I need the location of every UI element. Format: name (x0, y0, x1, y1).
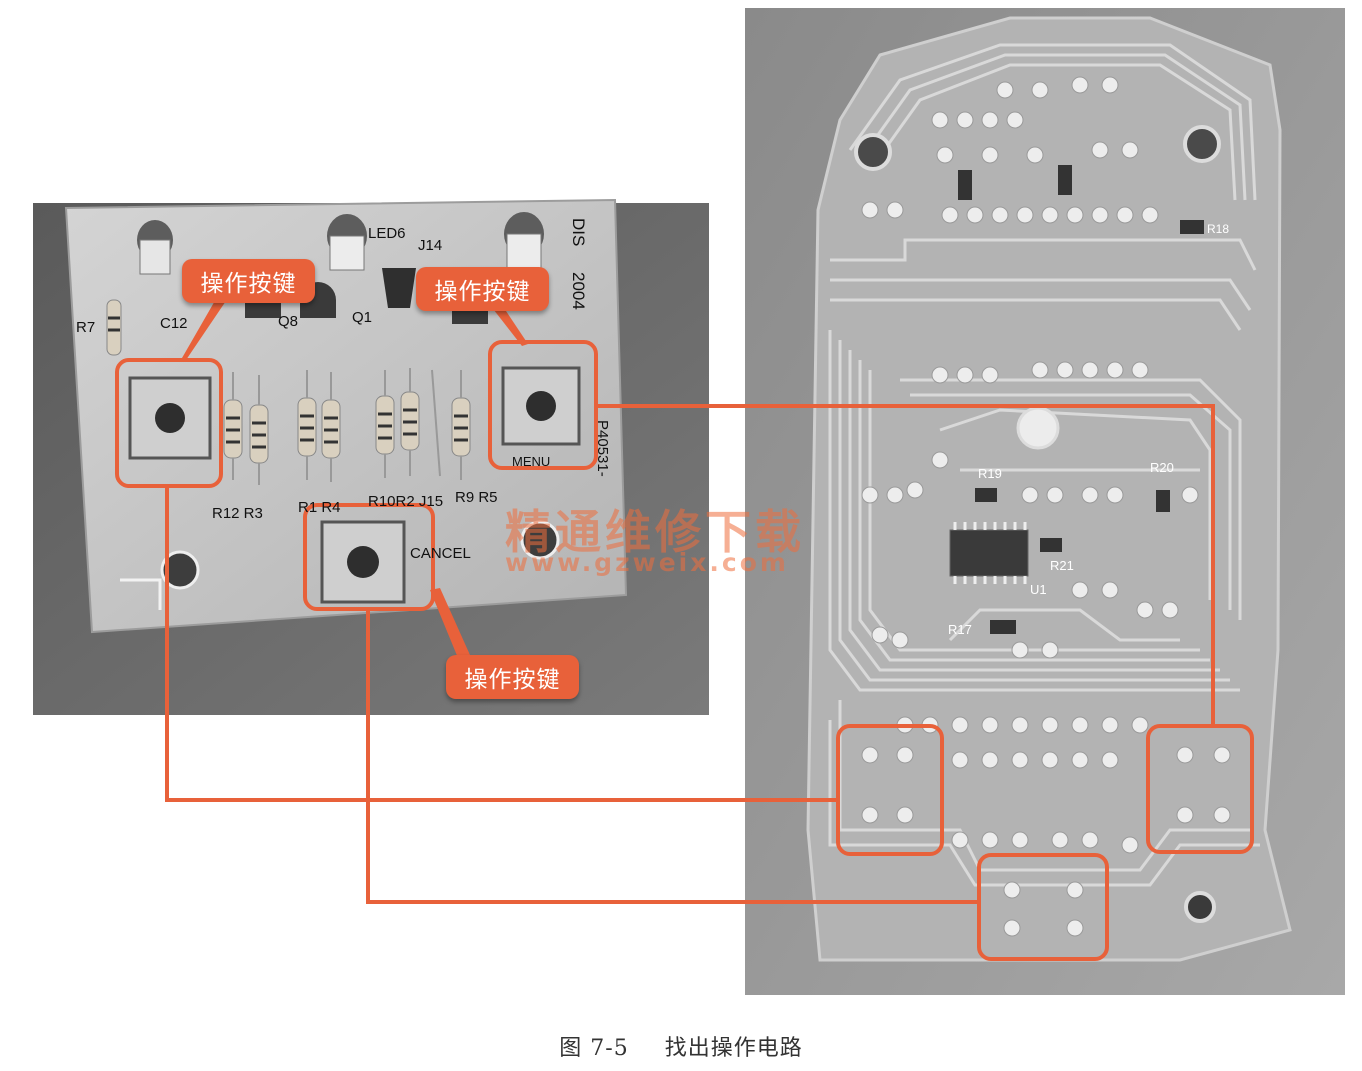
silkscreen-label-r12-r3: R12 R3 (212, 505, 263, 522)
figure-title: 找出操作电路 (664, 1036, 803, 1061)
silkscreen-label-r17: R17 (948, 622, 972, 637)
silkscreen-label-r1-r4: R1 R4 (298, 499, 341, 516)
ic-chip-u1 (949, 522, 1029, 584)
silkscreen-label-menu: MENU (512, 454, 550, 469)
silkscreen-label-q8: Q8 (278, 313, 298, 330)
silkscreen-label-year: 2004 (569, 272, 588, 310)
smd-components (958, 165, 1204, 634)
resistor-components (106, 299, 471, 485)
watermark-url: www.gzweix.com (505, 548, 789, 577)
left-silkscreen: LED6 J14 DIS 2004 C12 Q8 Q1 R7 R12 R3 R1… (76, 218, 611, 562)
silkscreen-label-r19: R19 (978, 466, 1002, 481)
push-buttons-left-board (128, 366, 581, 604)
highlight-connections (115, 292, 1254, 961)
watermark-title: 精通维修下载 (505, 505, 805, 559)
callout-operation-key-top-right: 操作按键 (416, 267, 549, 311)
figure-caption: 图 7-5 找出操作电路 (0, 1030, 1362, 1062)
silkscreen-label-led6: LED6 (368, 225, 406, 242)
silkscreen-label-cancel: CANCEL (410, 545, 471, 562)
silkscreen-label-u1: U1 (1030, 582, 1047, 597)
solder-pads (861, 76, 1231, 937)
silkscreen-label-dis: DIS (569, 218, 588, 246)
callout-operation-key-top-left: 操作按键 (182, 259, 315, 303)
right-silkscreen: R18 R19 R20 R21 R17 U1 (948, 222, 1229, 637)
silkscreen-label-r21: R21 (1050, 558, 1074, 573)
silkscreen-label-q1: Q1 (352, 309, 372, 326)
callout-operation-key-bottom: 操作按键 (446, 655, 579, 699)
silkscreen-label-r20: R20 (1150, 460, 1174, 475)
silkscreen-label-r9-r5: R9 R5 (455, 489, 498, 506)
silkscreen-label-c12: C12 (160, 315, 188, 332)
silkscreen-label-j14: J14 (418, 237, 442, 254)
figure-number: 图 7-5 (559, 1036, 629, 1061)
silkscreen-label-r10-r2-j15: R10R2 J15 (368, 493, 443, 510)
led-components (137, 212, 544, 275)
silkscreen-label-part-number: P40531- (594, 420, 611, 477)
silkscreen-label-r18: R18 (1207, 222, 1229, 236)
silkscreen-label-r7: R7 (76, 319, 95, 336)
right-pcb-photo (745, 8, 1345, 995)
